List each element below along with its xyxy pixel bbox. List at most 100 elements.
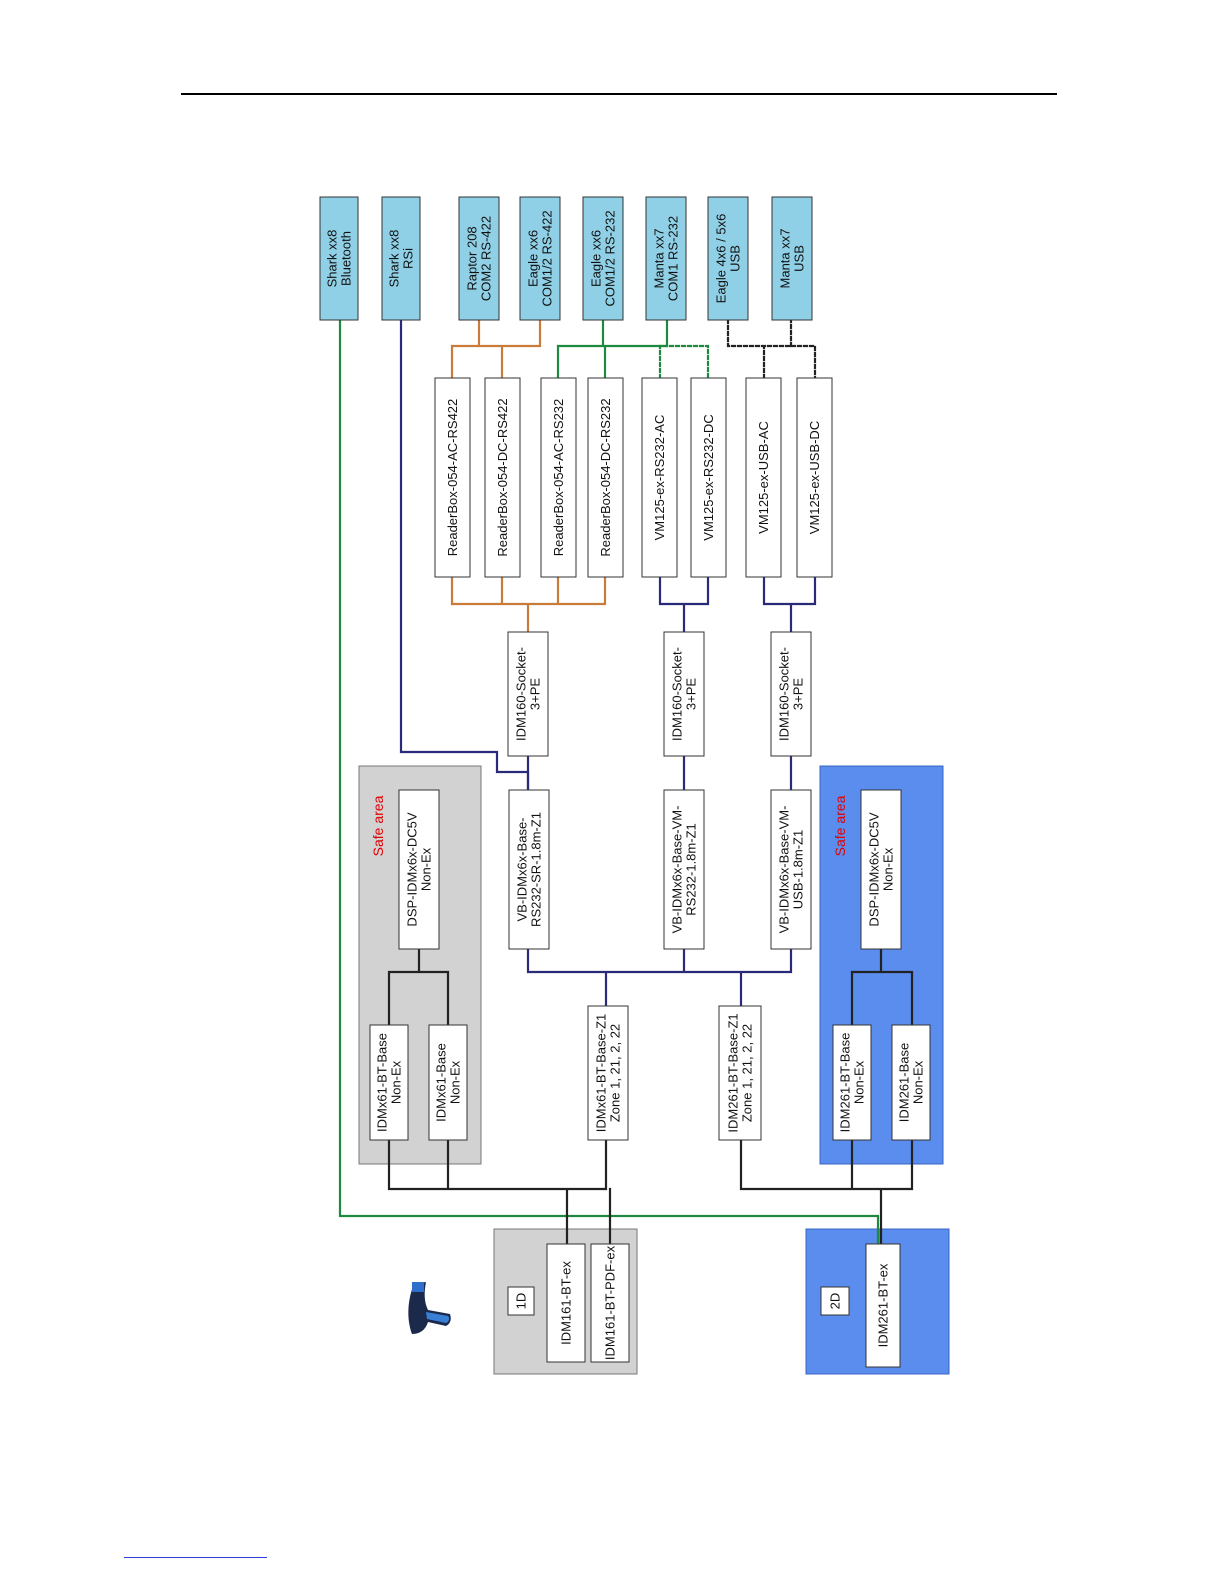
line-usb-dotted xyxy=(726,318,817,380)
target-manta-rs232-label-2: COM1 RS-232 xyxy=(666,216,681,301)
idmx61-base-nonex: IDMx61-BaseNon-Ex xyxy=(428,1024,468,1141)
vm125-rs232-dc: VM125-ex-RS232-DC xyxy=(690,377,727,578)
idmx61-bt-base-z1-label-2: Zone 1, 21, 2, 22 xyxy=(608,1024,623,1122)
target-shark-rsi-label-2: RSi xyxy=(401,248,416,269)
target-raptor: Raptor 208COM2 RS-422 xyxy=(458,196,500,321)
cable-vb-rs232-sr-label-2: RS232-SR-1.8m-Z1 xyxy=(529,812,544,927)
line-socket2-vm125 xyxy=(658,575,710,634)
readerbox-ac-rs232: ReaderBox-054-AC-RS232 xyxy=(540,377,577,578)
svg-text:IDM160-Socket-3+PE: IDM160-Socket-3+PE xyxy=(670,647,699,741)
cable-vb-vm-usb: VB-IDMx6x-Base-VM-USB-1.8m-Z1 xyxy=(770,789,812,950)
svg-text:1D: 1D xyxy=(514,1293,529,1310)
svg-text:DSP-IDMx6x-DC5VNon-Ex: DSP-IDMx6x-DC5VNon-Ex xyxy=(867,812,896,926)
svg-text:VM125-ex-USB-AC: VM125-ex-USB-AC xyxy=(756,421,771,534)
idmx61-bt-base-nonex-label-2: Non-Ex xyxy=(389,1060,404,1104)
target-manta-usb-label-1: Manta xx7 xyxy=(778,229,793,289)
scanner-idm161-bt-ex-label-1: IDM161-BT-ex xyxy=(559,1261,574,1345)
socket-1-label-2: 3+PE xyxy=(528,678,543,710)
target-shark-bluetooth-label-1: Shark xx8 xyxy=(325,230,340,288)
readerbox-dc-rs232: ReaderBox-054-DC-RS232 xyxy=(587,377,624,578)
svg-text:IDM261-BT-Base-Z1Zone 1, 21, 2: IDM261-BT-Base-Z1Zone 1, 21, 2, 22 xyxy=(726,1013,755,1132)
target-eagle-rs232-label-2: COM1/2 RS-232 xyxy=(603,210,618,306)
svg-text:ReaderBox-054-DC-RS232: ReaderBox-054-DC-RS232 xyxy=(598,398,613,556)
svg-text:ReaderBox-054-AC-RS422: ReaderBox-054-AC-RS422 xyxy=(445,399,460,557)
svg-text:Shark xx8Bluetooth: Shark xx8Bluetooth xyxy=(325,230,354,288)
vm125-usb-dc-label-1: VM125-ex-USB-DC xyxy=(807,421,822,534)
idmx61-bt-base-nonex: IDMx61-BT-BaseNon-Ex xyxy=(369,1024,409,1141)
svg-text:VB-IDMx6x-Base-VM-USB-1.8m-Z1: VB-IDMx6x-Base-VM-USB-1.8m-Z1 xyxy=(777,806,806,934)
cable-vb-vm-usb-label-1: VB-IDMx6x-Base-VM- xyxy=(777,806,792,934)
cable-vb-rs232-sr-label-1: VB-IDMx6x-Base- xyxy=(515,817,530,921)
target-eagle-rs232: Eagle xx6COM1/2 RS-232 xyxy=(582,196,624,321)
readerbox-dc-rs422: ReaderBox-054-DC-RS422 xyxy=(484,377,521,578)
svg-text:IDMx61-BT-Base-Z1Zone 1, 21, 2: IDMx61-BT-Base-Z1Zone 1, 21, 2, 22 xyxy=(594,1014,623,1132)
idm261-bt-base-z1-label-2: Zone 1, 21, 2, 22 xyxy=(740,1024,755,1122)
socket-1: IDM160-Socket-3+PE xyxy=(507,631,549,757)
cable-vb-vm-rs232-label-1: VB-IDMx6x-Base-VM- xyxy=(670,806,685,934)
target-manta-rs232-label-1: Manta xx7 xyxy=(652,229,667,289)
scanner-idm261-bt-ex-label-1: IDM261-BT-ex xyxy=(876,1263,891,1347)
svg-text:Manta xx7USB: Manta xx7USB xyxy=(778,229,807,289)
label-1d-label-1: 1D xyxy=(514,1293,529,1310)
svg-text:Shark xx8RSi: Shark xx8RSi xyxy=(387,230,416,288)
scanner-idm161-bt-pdf-ex-label-1: IDM161-BT-PDF-ex xyxy=(603,1245,618,1360)
svg-text:IDMx61-BaseNon-Ex: IDMx61-BaseNon-Ex xyxy=(434,1043,463,1122)
line-blue-bases-dsp xyxy=(850,947,914,1027)
svg-text:VM125-ex-RS232-DC: VM125-ex-RS232-DC xyxy=(701,414,716,540)
idm261-base-nonex-label-2: Non-Ex xyxy=(911,1060,926,1104)
readerbox-dc-rs232-label-1: ReaderBox-054-DC-RS232 xyxy=(598,398,613,556)
target-eagle-rs422: Eagle xx6COM1/2 RS-422 xyxy=(519,196,561,321)
socket-2: IDM160-Socket-3+PE xyxy=(663,631,705,757)
target-manta-rs232: Manta xx7COM1 RS-232 xyxy=(645,196,687,321)
svg-text:ReaderBox-054-DC-RS422: ReaderBox-054-DC-RS422 xyxy=(495,398,510,556)
svg-text:2D: 2D xyxy=(828,1293,843,1310)
svg-text:DSP-IDMx6x-DC5VNon-Ex: DSP-IDMx6x-DC5VNon-Ex xyxy=(405,812,434,926)
target-eagle-rs422-label-2: COM1/2 RS-422 xyxy=(540,210,555,306)
line-socket1-readerboxes xyxy=(450,575,607,634)
line-grey-bases-dsp xyxy=(387,947,450,1055)
target-eagle-rs422-label-1: Eagle xx6 xyxy=(526,230,541,287)
svg-text:IDM161-BT-ex: IDM161-BT-ex xyxy=(559,1261,574,1345)
dsp-grey-label-1: DSP-IDMx6x-DC5V xyxy=(405,812,420,926)
svg-text:IDM261-BaseNon-Ex: IDM261-BaseNon-Ex xyxy=(897,1043,926,1122)
readerbox-ac-rs422-label-1: ReaderBox-054-AC-RS422 xyxy=(445,399,460,557)
label-1d: 1D xyxy=(507,1286,535,1316)
idm261-bt-base-nonex-label-1: IDM261-BT-Base xyxy=(838,1033,853,1133)
svg-text:ReaderBox-054-AC-RS232: ReaderBox-054-AC-RS232 xyxy=(551,399,566,557)
vm125-usb-ac-label-1: VM125-ex-USB-AC xyxy=(756,421,771,534)
svg-text:VB-IDMx6x-Base-RS232-SR-1.8m-Z: VB-IDMx6x-Base-RS232-SR-1.8m-Z1 xyxy=(515,812,544,927)
svg-text:IDM160-Socket-3+PE: IDM160-Socket-3+PE xyxy=(777,647,806,741)
line-rs422-targets xyxy=(450,318,542,380)
idmx61-bt-base-z1-label-1: IDMx61-BT-Base-Z1 xyxy=(594,1014,609,1132)
scanner-idm261-bt-ex: IDM261-BT-ex xyxy=(865,1243,901,1368)
socket-3-label-1: IDM160-Socket- xyxy=(777,647,792,741)
footer-link-underline[interactable] xyxy=(124,1557,267,1558)
svg-text:IDM160-Socket-3+PE: IDM160-Socket-3+PE xyxy=(514,647,543,741)
target-shark-bluetooth-label-2: Bluetooth xyxy=(339,231,354,286)
idm261-bt-base-nonex-label-2: Non-Ex xyxy=(852,1060,867,1104)
idm261-bt-base-nonex: IDM261-BT-BaseNon-Ex xyxy=(832,1024,872,1141)
svg-text:IDM261-BT-ex: IDM261-BT-ex xyxy=(876,1263,891,1347)
target-shark-rsi-label-1: Shark xx8 xyxy=(387,230,402,288)
label-2d: 2D xyxy=(820,1286,850,1316)
line-grey-bases-bottom xyxy=(387,1138,612,1246)
dsp-blue: DSP-IDMx6x-DC5VNon-Ex xyxy=(860,789,902,950)
target-raptor-label-2: COM2 RS-422 xyxy=(479,216,494,301)
readerbox-ac-rs422: ReaderBox-054-AC-RS422 xyxy=(434,377,471,578)
target-raptor-label-1: Raptor 208 xyxy=(465,226,480,290)
safe-area-grey-label: Safe area xyxy=(370,795,386,856)
barcode-scanner-icon xyxy=(408,1282,451,1334)
idmx61-base-nonex-label-1: IDMx61-Base xyxy=(434,1043,449,1122)
label-2d-label-1: 2D xyxy=(828,1293,843,1310)
target-shark-bluetooth: Shark xx8Bluetooth xyxy=(319,196,359,321)
idmx61-bt-base-nonex-label-1: IDMx61-BT-Base xyxy=(375,1033,390,1132)
socket-1-label-1: IDM160-Socket- xyxy=(514,647,529,741)
svg-text:VM125-ex-USB-DC: VM125-ex-USB-DC xyxy=(807,421,822,534)
cable-vb-vm-rs232: VB-IDMx6x-Base-VM-RS232-1.8m-Z1 xyxy=(663,789,705,950)
vm125-rs232-dc-label-1: VM125-ex-RS232-DC xyxy=(701,414,716,540)
socket-3-label-2: 3+PE xyxy=(791,678,806,710)
svg-text:VM125-ex-RS232-AC: VM125-ex-RS232-AC xyxy=(652,415,667,541)
dsp-grey-label-2: Non-Ex xyxy=(419,847,434,891)
idmx61-base-nonex-label-2: Non-Ex xyxy=(448,1060,463,1104)
